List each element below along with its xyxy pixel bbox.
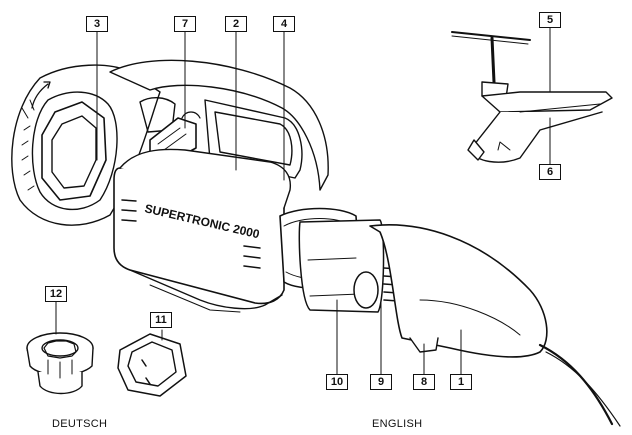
die-head-ring <box>11 64 161 226</box>
callout-10: 10 <box>326 374 348 390</box>
leader-lines <box>55 25 551 375</box>
motor-tube <box>298 219 399 313</box>
callout-12: 12 <box>45 286 67 302</box>
handle-grip <box>369 224 621 427</box>
callout-1: 1 <box>450 374 472 390</box>
part-11-insert <box>117 333 187 397</box>
callout-3: 3 <box>86 16 108 32</box>
callout-8: 8 <box>413 374 435 390</box>
part-12-bushing <box>26 332 94 395</box>
language-label-english: ENGLISH <box>372 418 423 430</box>
pipe-vise <box>451 31 613 163</box>
callout-2: 2 <box>225 16 247 32</box>
callout-9: 9 <box>370 374 392 390</box>
motor-housing <box>113 148 292 313</box>
callout-6: 6 <box>539 164 561 180</box>
callout-4: 4 <box>273 16 295 32</box>
callout-5: 5 <box>539 12 561 28</box>
callout-11: 11 <box>150 312 172 328</box>
language-label-deutsch: DEUTSCH <box>52 418 108 430</box>
callout-7: 7 <box>174 16 196 32</box>
